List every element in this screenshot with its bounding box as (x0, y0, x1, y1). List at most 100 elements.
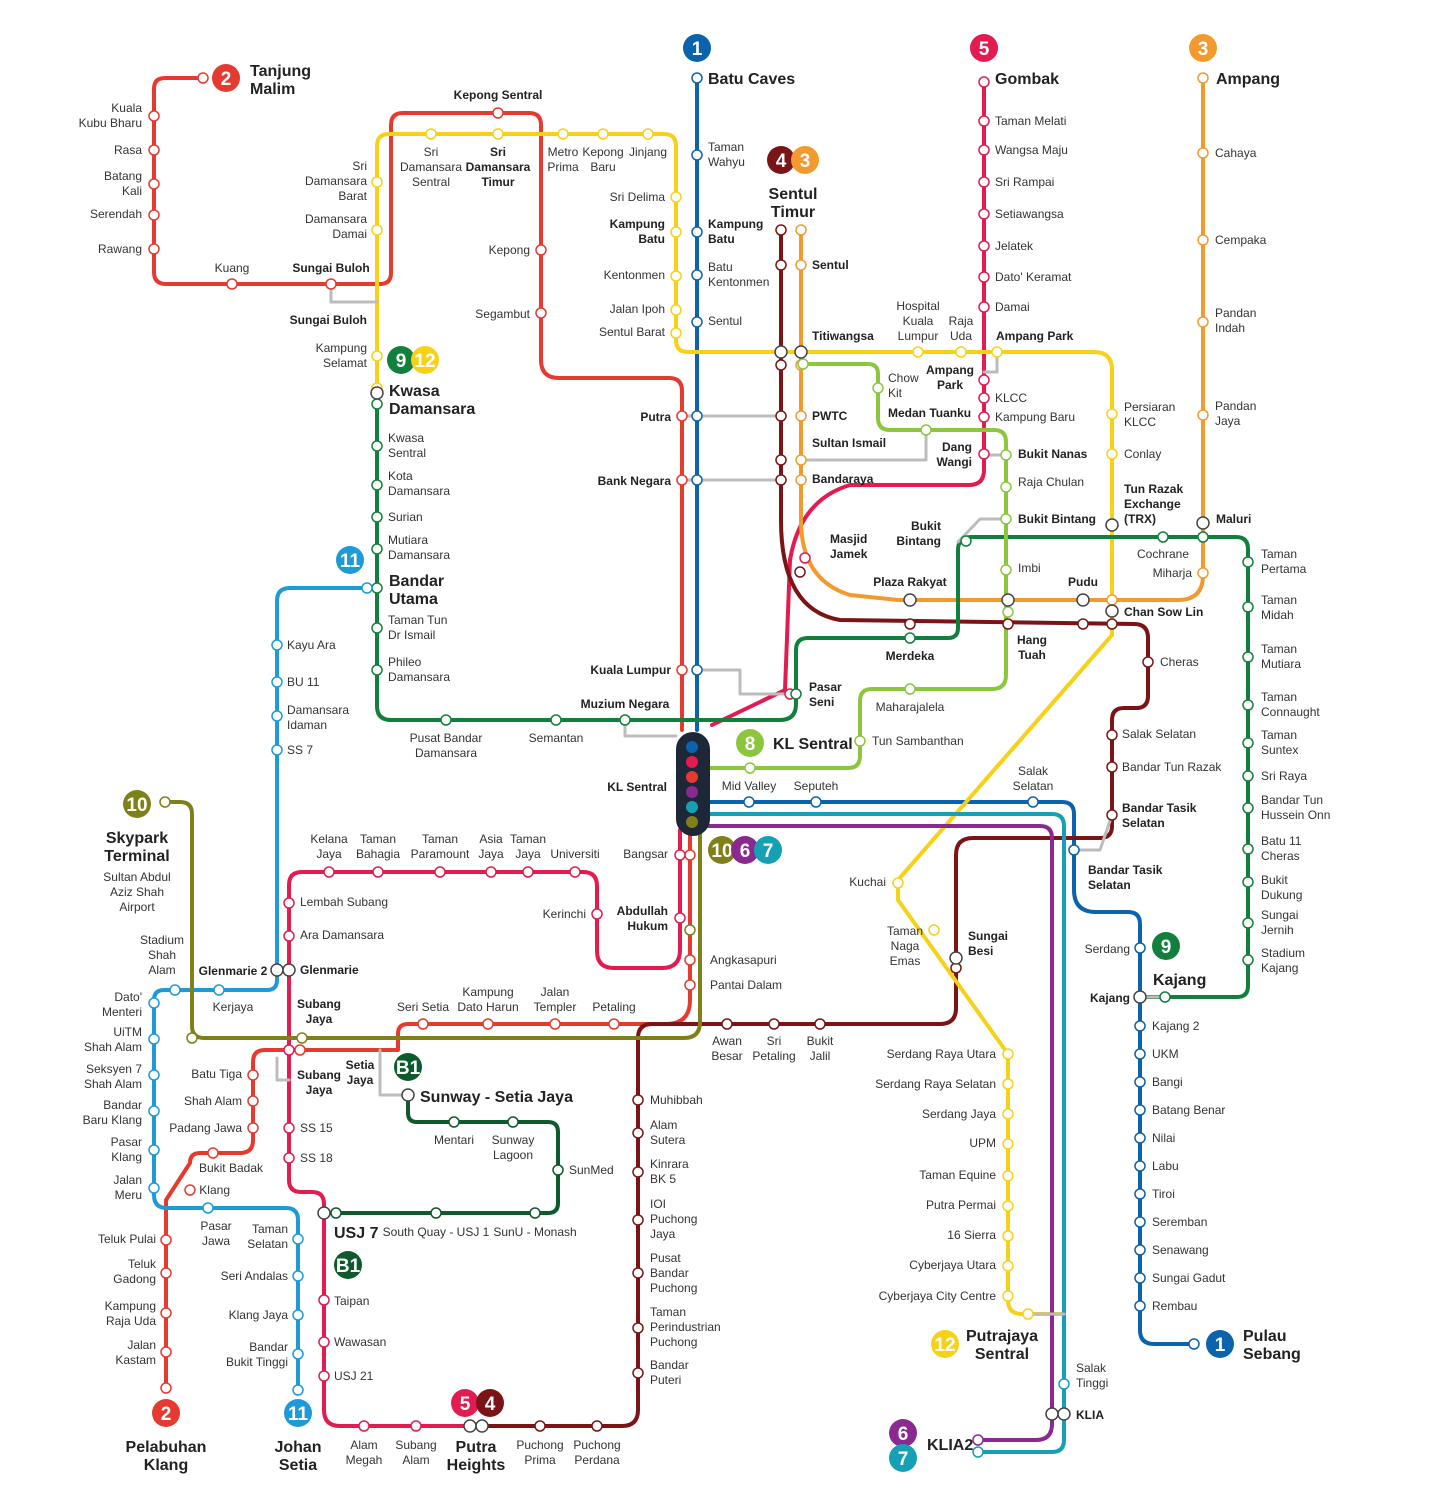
station-dot[interactable] (569, 866, 581, 878)
station-dot[interactable] (552, 1164, 564, 1176)
station-dot[interactable] (1242, 601, 1254, 613)
station-dot[interactable] (795, 454, 807, 466)
station-dot[interactable] (371, 224, 383, 236)
line-badge-b1[interactable]: B1 (334, 1251, 362, 1279)
station-dot[interactable] (1022, 1308, 1034, 1320)
station-dot[interactable] (928, 924, 940, 936)
station-sri-rampai[interactable]: Sri Rampai (995, 175, 1054, 189)
station-dot[interactable] (619, 714, 631, 726)
station-dot[interactable] (1068, 844, 1080, 856)
station-padang-jawa[interactable]: Padang Jawa (169, 1121, 242, 1135)
station-dot[interactable] (1002, 618, 1014, 630)
station-dot[interactable] (1242, 556, 1254, 568)
station-dot[interactable] (271, 676, 283, 688)
station-semantan[interactable]: Semantan (529, 731, 584, 745)
line-badge-4[interactable]: 4 (767, 146, 795, 174)
interchange-marker[interactable] (1105, 604, 1119, 618)
station-setiawangsa[interactable]: Setiawangsa (995, 207, 1064, 221)
station-dot[interactable] (597, 128, 609, 140)
station-cochrane[interactable]: Cochrane (1137, 547, 1189, 561)
station-dot[interactable] (550, 714, 562, 726)
station-cahaya[interactable]: Cahaya (1215, 146, 1257, 160)
station-dot[interactable] (271, 639, 283, 651)
station-dot[interactable] (768, 1018, 780, 1030)
interchange-marker[interactable] (794, 345, 808, 359)
station-ukm[interactable]: UKM (1152, 1047, 1179, 1061)
interchange-marker[interactable] (317, 1206, 331, 1220)
station-dot[interactable] (1106, 761, 1118, 773)
station-pwtc[interactable]: PWTC (812, 409, 848, 423)
station-bangi[interactable]: Bangi (1152, 1075, 1183, 1089)
station-sultan-ismail[interactable]: Sultan Ismail (812, 436, 886, 450)
station-seri-andalas[interactable]: Seri Andalas (221, 1269, 288, 1283)
station-dot[interactable] (160, 1307, 172, 1319)
station-dot[interactable] (978, 208, 990, 220)
station-ss-15[interactable]: SS 15 (300, 1121, 333, 1135)
station-dot[interactable] (292, 1270, 304, 1282)
station-dot[interactable] (795, 410, 807, 422)
station-kuang[interactable]: Kuang (215, 261, 250, 275)
station-dot[interactable] (854, 735, 866, 747)
station-sri-delima[interactable]: Sri Delima (610, 190, 666, 204)
station-dot[interactable] (371, 479, 383, 491)
line-badge-2[interactable]: 2 (212, 64, 240, 92)
station-dot[interactable] (148, 1105, 160, 1117)
interchange-marker[interactable] (282, 963, 296, 977)
station-dot[interactable] (549, 1018, 561, 1030)
station-dot[interactable] (775, 224, 787, 236)
station-mentari[interactable]: Mentari (434, 1133, 474, 1147)
line-badge-8[interactable]: 8 (736, 729, 764, 757)
station-dot[interactable] (169, 984, 181, 996)
line-badge-12[interactable]: 12 (411, 346, 439, 374)
station-dot[interactable] (676, 664, 688, 676)
station-dot[interactable] (1106, 594, 1118, 606)
station-dot[interactable] (795, 224, 807, 236)
station-dot[interactable] (1197, 72, 1209, 84)
station-merdeka[interactable]: Merdeka (886, 649, 935, 663)
station-pudu[interactable]: Pudu (1068, 575, 1098, 589)
station-dot[interactable] (271, 710, 283, 722)
station-dot[interactable] (482, 1018, 494, 1030)
station-dot[interactable] (1134, 1048, 1146, 1060)
station-universiti[interactable]: Universiti (550, 847, 599, 861)
station-seputeh[interactable]: Seputeh (794, 779, 839, 793)
station-dot[interactable] (775, 259, 787, 271)
station-bangsar[interactable]: Bangsar (623, 847, 668, 861)
station-dot[interactable] (1134, 1272, 1146, 1284)
station-taipan[interactable]: Taipan (334, 1294, 369, 1308)
station-senawang[interactable]: Senawang (1152, 1243, 1209, 1257)
line-badge-1[interactable]: 1 (683, 34, 711, 62)
station-dot[interactable] (247, 1122, 259, 1134)
station-dot[interactable] (872, 382, 884, 394)
station-dot[interactable] (557, 128, 569, 140)
station-dot[interactable] (1197, 147, 1209, 159)
station-cheras[interactable]: Cheras (1160, 655, 1199, 669)
station-taman-equine[interactable]: Taman Equine (919, 1168, 996, 1182)
interchange-marker[interactable] (401, 1088, 415, 1102)
station-serdang-jaya[interactable]: Serdang Jaya (922, 1107, 996, 1121)
station-dot[interactable] (904, 632, 916, 644)
station-serdang-raya-utara[interactable]: Serdang Raya Utara (887, 1047, 997, 1061)
station-dot[interactable] (1002, 1230, 1014, 1242)
station-dot[interactable] (160, 1234, 172, 1246)
station-dot[interactable] (1134, 1104, 1146, 1116)
